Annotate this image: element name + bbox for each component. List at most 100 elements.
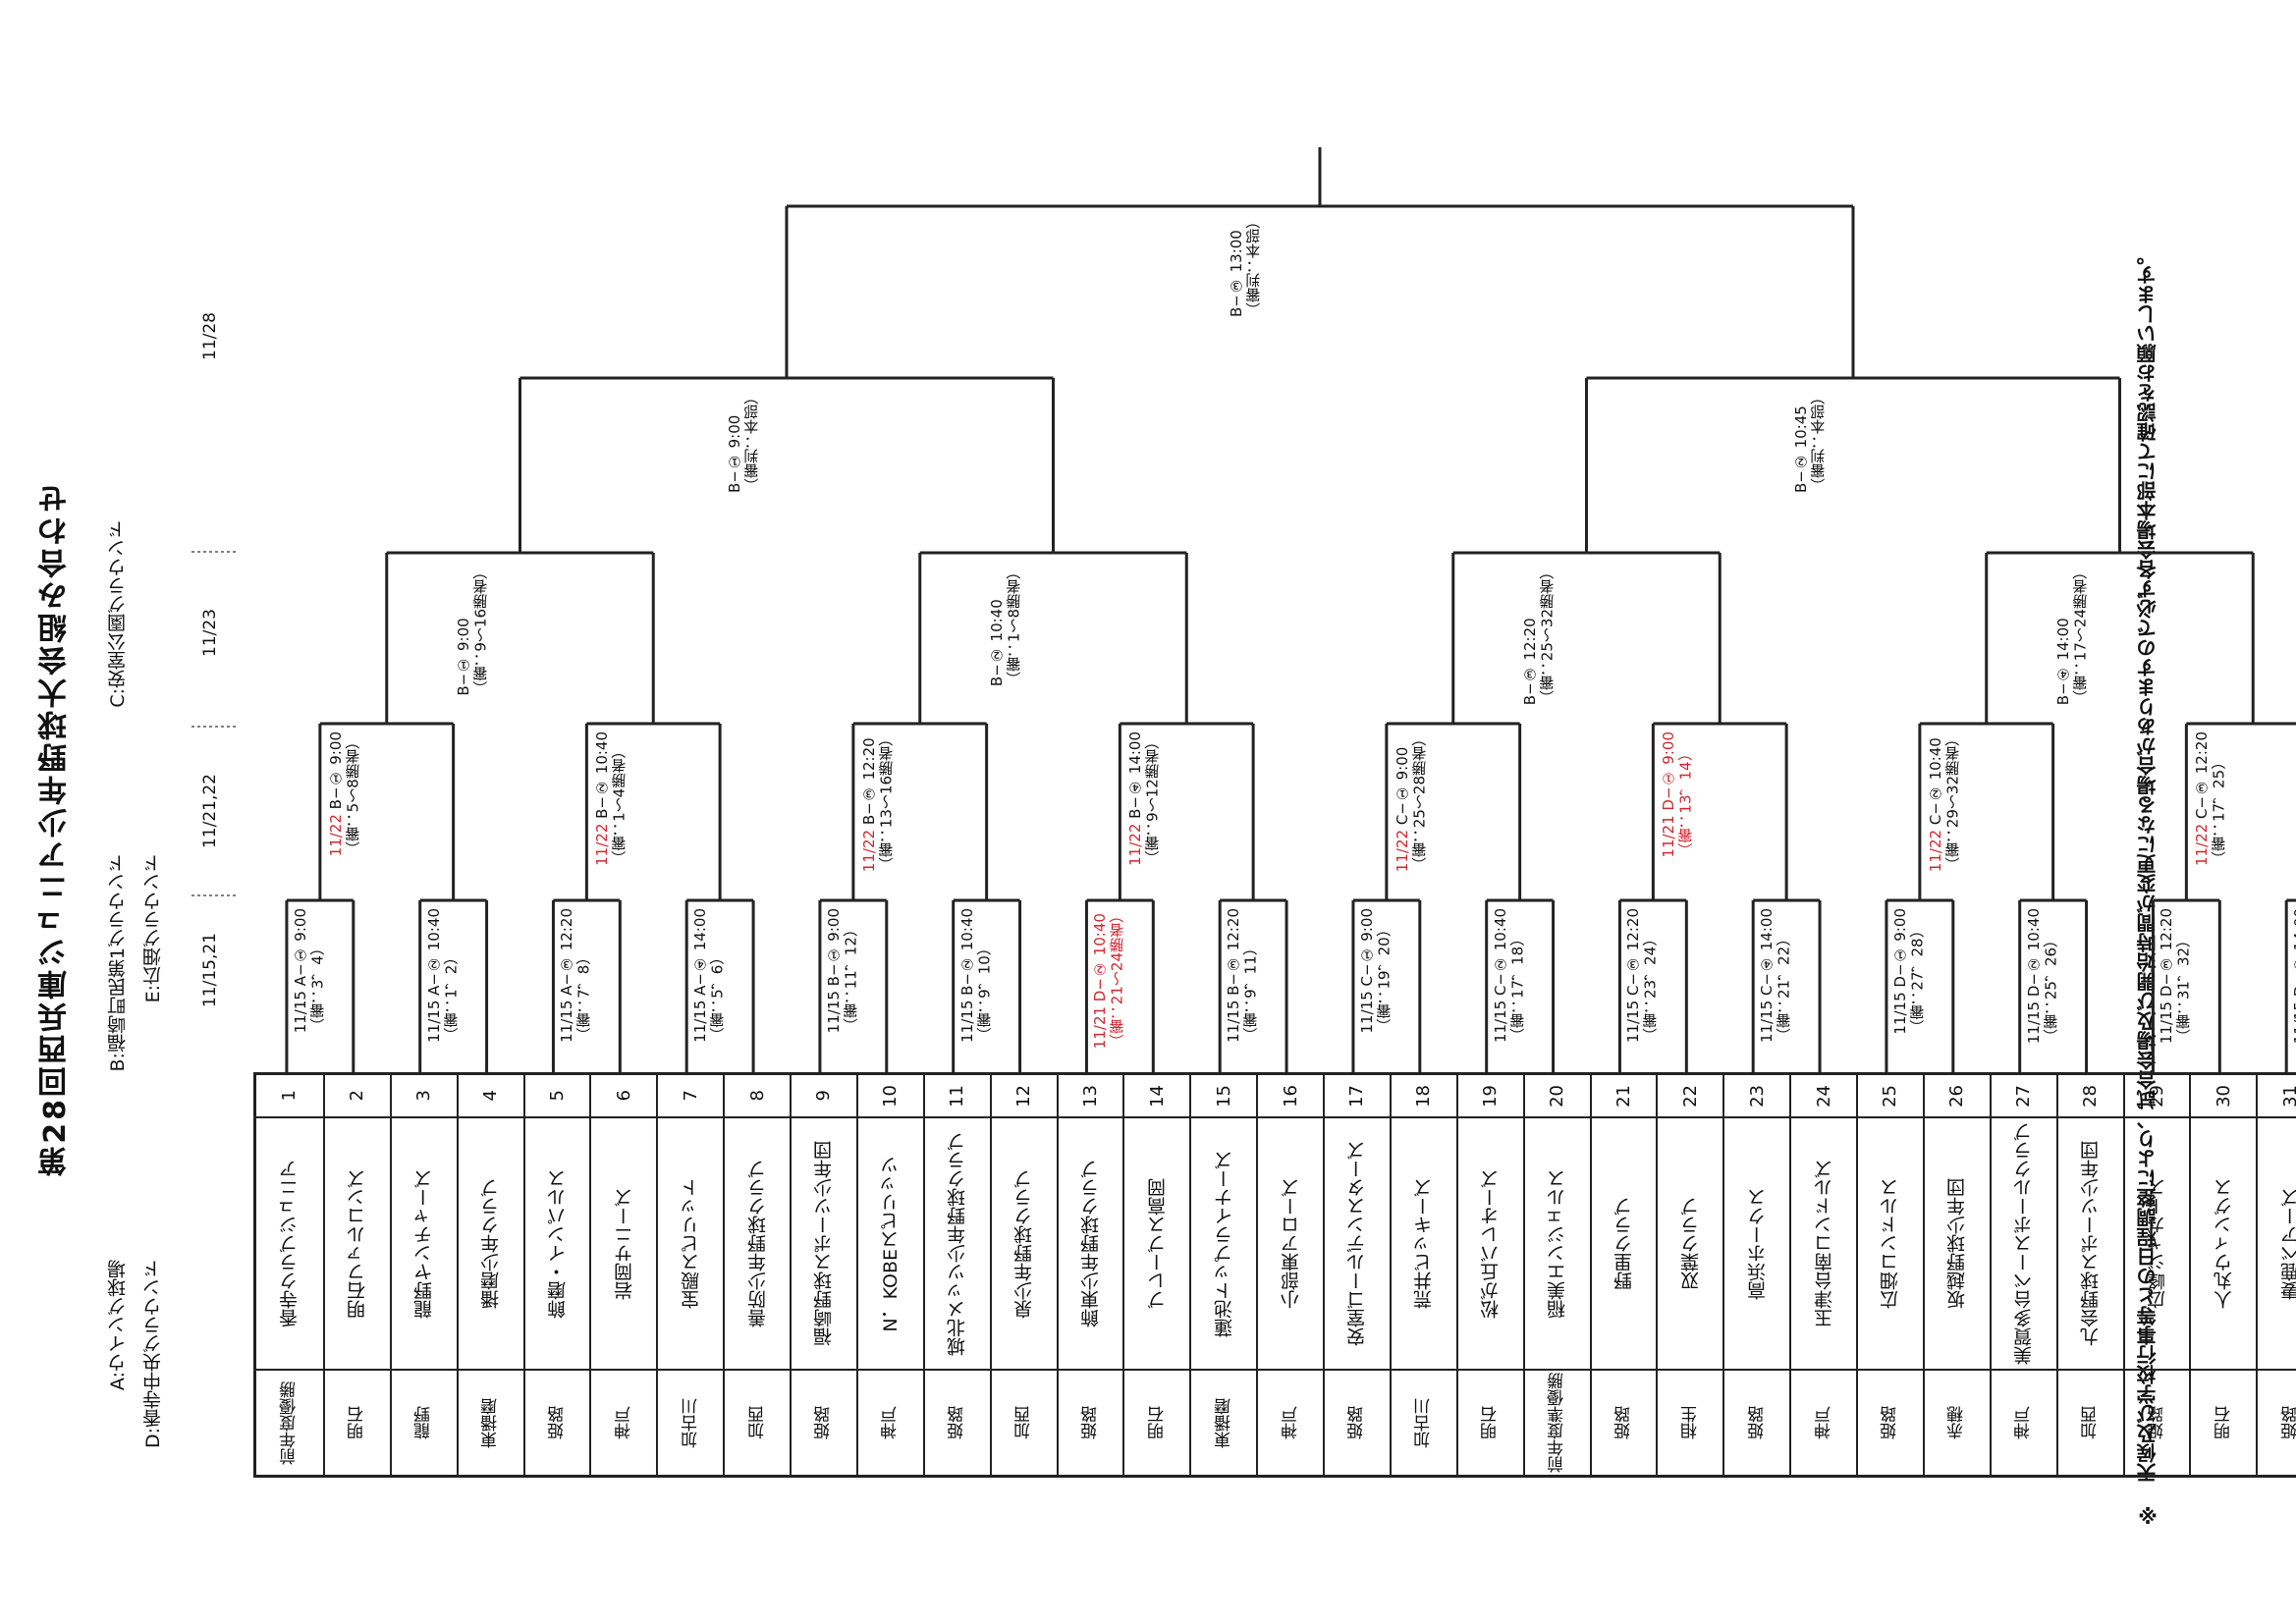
team-number: 26 [1946,1084,1968,1108]
team-name: 松が丘バレオーズ [1480,1168,1503,1319]
match-referee: （審：17，18） [1507,931,1526,1044]
team-city: 神戸 [614,1406,634,1439]
team-number: 17 [1346,1084,1368,1108]
team-city: 前年度準優勝 [1548,1373,1568,1473]
team-number: 19 [1480,1084,1502,1108]
team-number: 2 [347,1090,368,1102]
round3-match: B−④ 14:00（審：17〜24勝者） [2053,565,2090,706]
round1-match: 11/15 D−① 9:00（審：27，28） [1890,908,1927,1035]
match-time: 11/15 D−② 10:40 [2024,908,2043,1045]
match-time: B−④ 14:00 [2053,618,2072,706]
team-number: 18 [1413,1084,1435,1108]
round3-match: B−② 10:40（審：1〜8勝者） [988,565,1023,686]
match-time: B−③ 12:20 [1520,618,1539,706]
match-time: 11/22 C−③ 12:20 [2193,731,2212,867]
team-number: 15 [1213,1084,1234,1108]
round2-match: 11/22 B−④ 14:00（審：9〜12勝者） [1126,731,1162,866]
match-time: B−① 9:00 [454,618,472,696]
team-name: 広畑コンドルス [1880,1178,1902,1309]
team-number: 25 [1880,1084,1901,1108]
final-match: B−③ 13:00（審判：本部） [1228,214,1263,317]
team-name: ブレーブス高岡 [1146,1178,1169,1309]
match-time: 11/15 C−① 9:00 [1357,908,1376,1034]
team-name: 宝殿スピリット [680,1178,702,1309]
match-time: 11/22 B−③ 12:20 [859,737,878,873]
match-referee: （審：23，24） [1641,931,1660,1044]
team-number: 8 [746,1090,768,1102]
team-name: 高浜ホークス [1746,1187,1769,1300]
match-time: 11/15 B−② 10:40 [957,908,976,1043]
team-number: 7 [680,1090,701,1102]
match-time: 11/15 A−② 10:40 [424,908,443,1043]
match-time: B−① 9:00 [725,414,743,493]
match-referee: （審：25〜28勝者） [1410,731,1429,873]
match-referee: （審：21，22） [1775,931,1793,1044]
team-city: 明石 [1481,1406,1502,1439]
match-time: 11/15 C−③ 12:20 [1624,908,1643,1044]
round1-match: 11/15 C−③ 12:20（審：23，24） [1624,908,1660,1044]
team-name: 坂越野球少年団 [1946,1178,1969,1309]
team-city: 姫路 [1613,1406,1634,1439]
team-city: 姫路 [547,1406,568,1439]
match-time: B−③ 13:00 [1228,230,1245,317]
match-time: 11/15 B−③ 12:20 [1225,908,1243,1043]
team-number: 20 [1547,1084,1568,1108]
match-referee: （審：5〜8勝者） [344,734,362,857]
round1-match: 11/15 C−② 10:40（審：17，18） [1492,908,1527,1044]
match-time: 11/15 D−④ 14:00 [2291,908,2296,1045]
team-name: 九会野球スポーツ少年団 [2080,1141,2103,1346]
match-referee: （審：9〜16勝者） [471,565,489,696]
team-city: 神戸 [2014,1406,2035,1439]
team-name: 飾東少年野球クラブ [1079,1160,1102,1327]
match-referee: （審：21〜24勝者） [1108,908,1126,1050]
match-referee: （審：13，14） [1676,746,1695,858]
round4-match: B−② 10:45（審判：本部） [1791,390,1828,493]
match-time: 11/21 D−② 10:40 [1091,913,1110,1050]
team-city: 姫路 [2280,1406,2296,1439]
team-number: 12 [1013,1084,1035,1108]
match-referee: （審：11，12） [842,922,860,1034]
team-number: 28 [2080,1084,2102,1108]
round1-match: 11/15 B−② 10:40（審：9，10） [957,908,994,1043]
match-referee: （審：3，4） [308,941,327,1034]
round2-match: 11/22 B−② 10:40（審：1〜4勝者） [593,731,629,866]
round1-match: 11/15 A−① 9:00（審：3，4） [291,908,327,1034]
round3-match: B−① 9:00（審：9〜16勝者） [454,565,490,696]
team-city: 姫路 [1881,1406,1901,1439]
match-time: B−② 10:45 [1791,406,1810,493]
team-name: 泉少年野球クラブ [1013,1168,1036,1319]
team-city: 姫路 [1747,1406,1768,1439]
table-row: 5 飾磨・インパルス姫路 [522,1075,590,1475]
match-referee: （審：1〜4勝者） [610,743,629,866]
round1-match: 11/15 D−③ 12:20（審：31，32） [2158,908,2193,1044]
round2-match: 11/22 B−① 9:00（審：5〜8勝者） [327,731,362,857]
team-number: 14 [1146,1084,1168,1108]
table-row: 19 松が丘バレオーズ明石 [1455,1075,1523,1475]
round1-match: 11/15 C−④ 14:00（審：21，22） [1758,908,1793,1044]
team-name: 香寺クラブジュニア [279,1160,301,1327]
match-time: 11/15 D−① 9:00 [1890,908,1909,1035]
round1-match: 11/15 B−① 9:00（審：11，12） [825,908,860,1034]
match-time: 11/15 A−① 9:00 [291,908,309,1034]
team-number: 5 [546,1090,568,1102]
team-number: 16 [1280,1084,1301,1108]
team-name: 飾磨・インパルス [546,1168,569,1319]
match-time: 11/22 C−① 9:00 [1393,746,1411,873]
team-city: 神戸 [1281,1406,1301,1439]
team-name: 妻鹿ベアーズ [2279,1187,2296,1300]
team-number: 10 [880,1084,902,1108]
